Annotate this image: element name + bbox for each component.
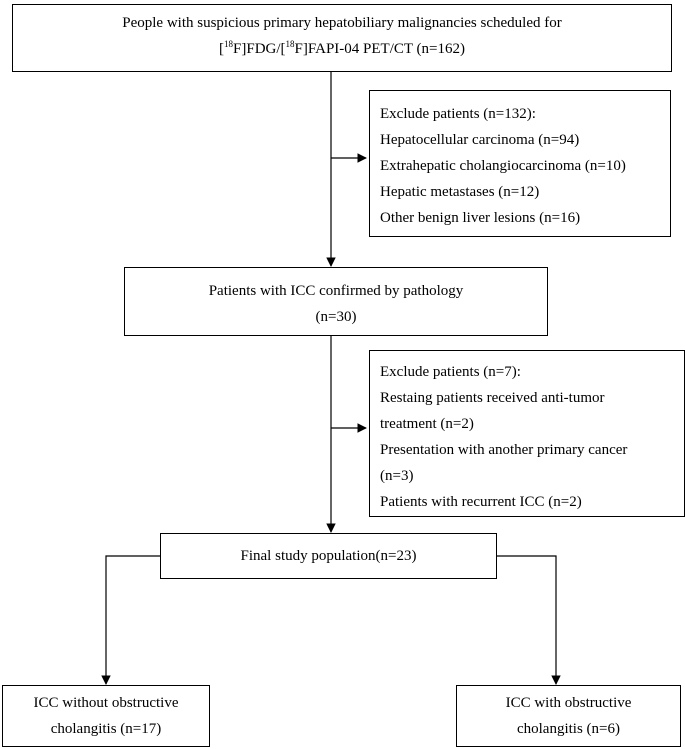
arrow-final-to-right: [497, 555, 561, 685]
tracer-text-1: F]FDG/[: [233, 41, 286, 57]
exclusion-2-line-1: Restaing patients received anti-tumor: [380, 390, 605, 406]
exclusion-box-1: Exclude patients (n=132): Hepatocellular…: [369, 90, 671, 237]
icc-confirmed-line-2: (n=30): [315, 309, 357, 325]
exclusion-2-line-3: Presentation with another primary cancer: [380, 442, 628, 458]
result-with-cholangitis-box: ICC with obstructive cholangitis (n=6): [456, 685, 681, 747]
screening-line-1: People with suspicious primary hepatobil…: [122, 15, 562, 31]
exclusion-1-line-4: Other benign liver lesions (n=16): [380, 210, 581, 226]
result-without-cholangitis-box: ICC without obstructive cholangitis (n=1…: [2, 685, 210, 747]
result-without-line-1: ICC without obstructive: [33, 695, 179, 711]
exclusion-1-line-2: Extrahepatic cholangiocarcinoma (n=10): [380, 158, 626, 174]
exclusion-1-line-0: Exclude patients (n=132):: [380, 106, 536, 122]
exclusion-1-line-3: Hepatic metastases (n=12): [380, 184, 540, 200]
exclusion-1-line-1: Hepatocellular carcinoma (n=94): [380, 132, 580, 148]
exclusion-2-line-4: (n=3): [380, 468, 414, 484]
icc-confirmed-line-1: Patients with ICC confirmed by pathology: [208, 283, 464, 299]
final-population-box: Final study population(n=23): [160, 533, 497, 579]
exclusion-2-line-2: treatment (n=2): [380, 416, 474, 432]
bracket-open: [: [219, 41, 225, 57]
screening-line-2: [18F]FDG/[18F]FAPI-04 PET/CT (n=162): [13, 36, 671, 62]
result-with-line-2: cholangitis (n=6): [516, 721, 621, 737]
final-population-label: Final study population(n=23): [240, 548, 417, 564]
isotope-sup-1: 18: [224, 39, 234, 49]
screening-box: People with suspicious primary hepatobil…: [12, 4, 672, 72]
result-with-line-1: ICC with obstructive: [505, 695, 632, 711]
exclusion-2-line-5: Patients with recurrent ICC (n=2): [380, 494, 582, 510]
arrow-final-to-left: [101, 555, 160, 685]
result-without-line-2: cholangitis (n=17): [50, 721, 162, 737]
isotope-sup-2: 18: [285, 39, 295, 49]
exclusion-2-line-0: Exclude patients (n=7):: [380, 364, 521, 380]
tracer-text-2: F]FAPI-04 PET/CT (n=162): [294, 41, 465, 57]
icc-confirmed-box: Patients with ICC confirmed by pathology…: [124, 267, 548, 336]
exclusion-box-2: Exclude patients (n=7): Restaing patient…: [369, 350, 685, 517]
